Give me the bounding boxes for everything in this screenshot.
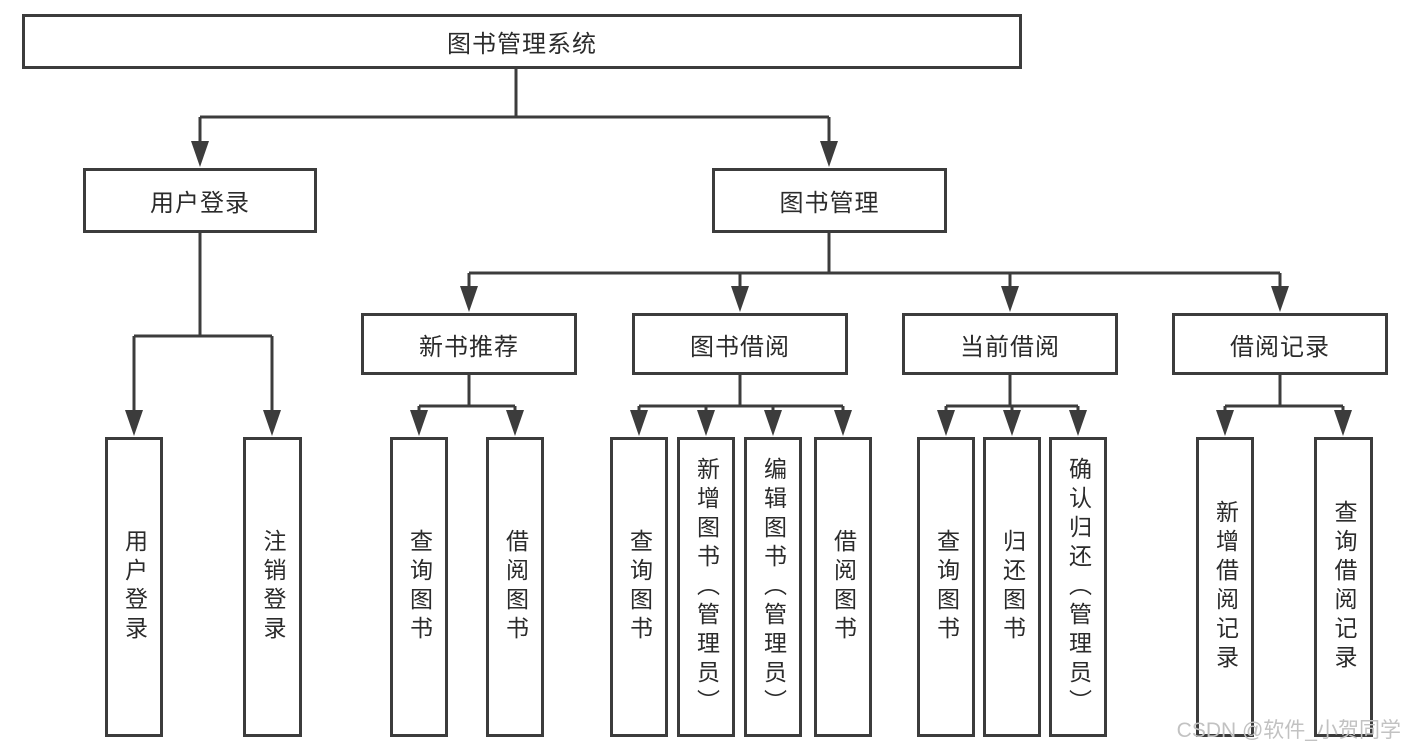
node-label: 用户登录 bbox=[150, 190, 250, 217]
node-label: 借阅记录 bbox=[1230, 333, 1330, 361]
node-borrow-books-2: 借阅图书 bbox=[814, 437, 872, 737]
node-library-system: 图书管理系统 bbox=[22, 14, 1022, 69]
node-label: 新增图书（管理员） bbox=[693, 456, 720, 718]
node-label: 编辑图书（管理员） bbox=[760, 456, 787, 718]
node-label: 查询借阅记录 bbox=[1331, 500, 1357, 674]
node-label: 新增借阅记录 bbox=[1212, 500, 1239, 674]
node-label: 图书管理 bbox=[779, 190, 880, 217]
node-add-borrow-record: 新增借阅记录 bbox=[1196, 437, 1254, 737]
node-user-login-leaf: 用户登录 bbox=[105, 437, 163, 737]
node-label: 归还图书 bbox=[999, 529, 1026, 645]
node-confirm-return-admin: 确认归还（管理员） bbox=[1049, 437, 1107, 737]
csdn-watermark: CSDN @软件_小贺同学 bbox=[1176, 719, 1401, 742]
node-label: 确认归还（管理员） bbox=[1065, 456, 1092, 718]
node-label: 图书借阅 bbox=[690, 333, 790, 361]
node-borrowing-records: 借阅记录 bbox=[1172, 313, 1388, 375]
arrowheads bbox=[125, 141, 1352, 436]
node-label: 注销登录 bbox=[260, 529, 286, 645]
node-user-login: 用户登录 bbox=[83, 168, 317, 233]
node-label: 查询图书 bbox=[933, 529, 960, 645]
node-label: 当前借阅 bbox=[960, 333, 1060, 361]
node-borrow-books-1: 借阅图书 bbox=[486, 437, 544, 737]
node-logout: 注销登录 bbox=[243, 437, 302, 737]
node-label: 查询图书 bbox=[626, 529, 653, 645]
node-query-books-2: 查询图书 bbox=[610, 437, 668, 737]
node-query-borrow-record: 查询借阅记录 bbox=[1314, 437, 1373, 737]
node-add-book-admin: 新增图书（管理员） bbox=[677, 437, 735, 737]
node-label: 查询图书 bbox=[406, 529, 433, 645]
node-current-borrowing: 当前借阅 bbox=[902, 313, 1118, 375]
node-return-books: 归还图书 bbox=[983, 437, 1041, 737]
node-edit-book-admin: 编辑图书（管理员） bbox=[744, 437, 802, 737]
node-label: 借阅图书 bbox=[830, 529, 857, 645]
node-label: 借阅图书 bbox=[502, 529, 529, 645]
node-book-borrowing: 图书借阅 bbox=[632, 313, 848, 375]
node-new-book-recommendation: 新书推荐 bbox=[361, 313, 577, 375]
node-label: 用户登录 bbox=[121, 529, 148, 645]
node-label: 新书推荐 bbox=[419, 333, 519, 361]
node-book-management: 图书管理 bbox=[712, 168, 947, 233]
node-query-books-3: 查询图书 bbox=[917, 437, 975, 737]
node-query-books-1: 查询图书 bbox=[390, 437, 448, 737]
node-label: 图书管理系统 bbox=[447, 31, 597, 58]
